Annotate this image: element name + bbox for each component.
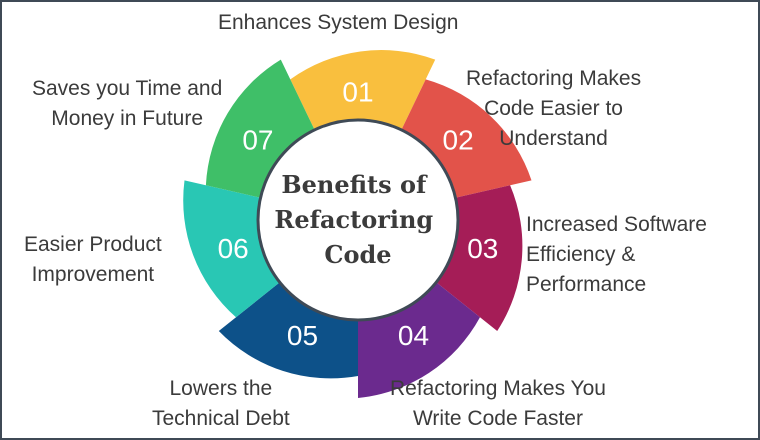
benefit-label-02-line-2: Code Easier to (484, 97, 623, 120)
benefit-label-02: Refactoring Makes Code Easier to Underst… (466, 64, 641, 154)
benefit-label-04: Refactoring Makes You Write Code Faster (390, 374, 606, 434)
wheel-segment-06 (183, 180, 280, 318)
segment-number-06: 06 (218, 233, 249, 264)
benefit-label-02-line-3: Understand (499, 127, 608, 150)
benefit-label-03-line-2: Efficiency & (526, 243, 636, 266)
segment-number-05: 05 (287, 320, 318, 351)
segment-number-07: 07 (242, 125, 273, 156)
benefit-label-07-line-1: Saves you Time and (32, 77, 223, 100)
center-title-line-3: Code (324, 240, 391, 269)
benefit-label-02-line-1: Refactoring Makes (466, 67, 642, 90)
benefit-label-05: Lowers the Technical Debt (152, 374, 290, 434)
benefit-label-06-line-1: Easier Product (24, 233, 162, 256)
segment-number-03: 03 (467, 233, 498, 264)
benefit-label-03-line-3: Performance (526, 273, 647, 296)
benefit-label-03-line-1: Increased Software (526, 213, 707, 236)
center-circle (256, 118, 460, 322)
benefit-label-06: Easier Product Improvement (24, 230, 162, 290)
center-title-line-2: Refactoring (274, 205, 433, 234)
segment-number-02: 02 (443, 125, 474, 156)
wheel-segment-02 (401, 79, 532, 198)
benefit-label-04-line-1: Refactoring Makes You (390, 377, 606, 400)
benefit-label-04-line-2: Write Code Faster (412, 407, 583, 430)
wheel-segment-05 (218, 282, 358, 379)
benefit-label-05-line-2: Technical Debt (152, 407, 290, 430)
benefit-label-07-line-2: Money in Future (51, 107, 204, 130)
wheel-segment-01 (290, 50, 436, 130)
segment-number-01: 01 (342, 77, 373, 108)
wheel-segment-03 (436, 185, 523, 331)
wheel-segment-07 (205, 59, 315, 198)
segment-number-04: 04 (398, 320, 429, 351)
benefit-label-06-line-2: Improvement (31, 263, 155, 286)
benefit-label-01-line-1: Enhances System Design (218, 11, 459, 34)
benefit-label-03: Increased Software Efficiency & Performa… (526, 210, 707, 300)
benefit-label-07: Saves you Time and Money in Future (32, 74, 222, 134)
benefit-label-05-line-1: Lowers the (169, 377, 273, 400)
center-title: Benefits of Refactoring Code (274, 170, 441, 269)
wheel-segment-04 (358, 282, 480, 398)
wheel-segments: 01 02 03 04 05 06 07 (183, 50, 532, 398)
benefit-label-01: Enhances System Design (218, 8, 458, 38)
center-title-line-1: Benefits of (281, 170, 428, 199)
